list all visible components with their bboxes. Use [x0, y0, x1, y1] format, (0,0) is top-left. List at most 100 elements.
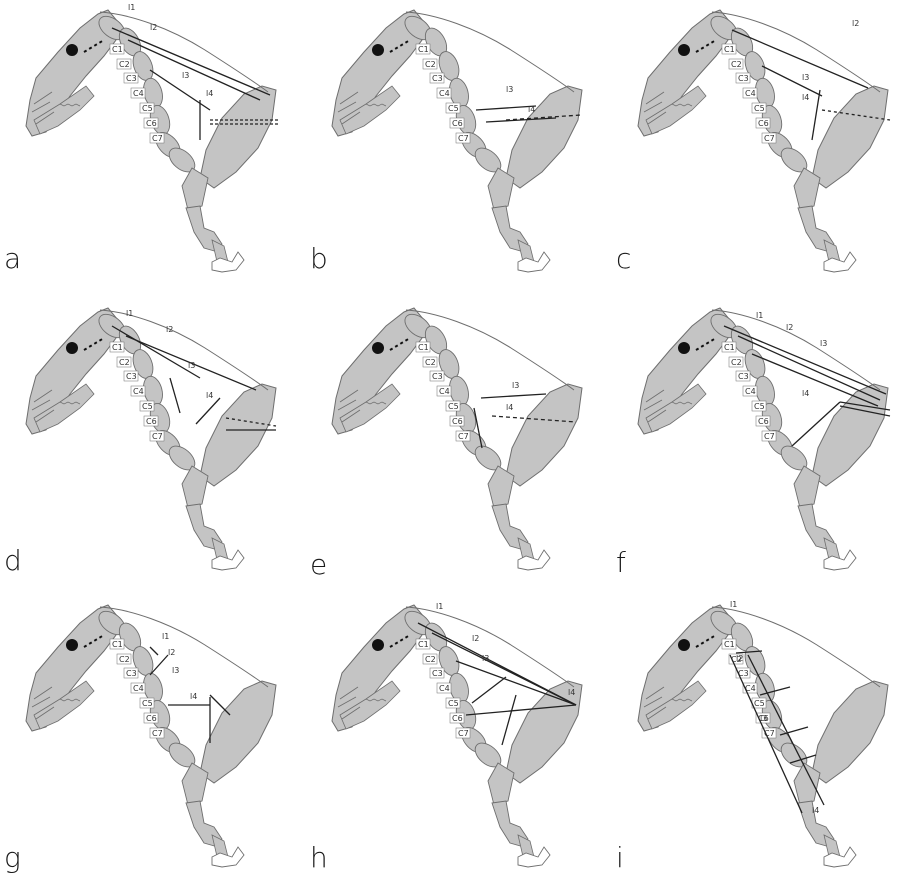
- vertebra-label-c1: C1: [724, 343, 735, 352]
- vertebra-label-c2: C2: [119, 655, 130, 664]
- label-l2: l2: [852, 19, 859, 28]
- ligament-l3: [170, 378, 180, 413]
- label-l2: l2: [786, 323, 793, 332]
- vertebra-label-c4: C4: [439, 684, 450, 693]
- vertebra-label-c4: C4: [439, 387, 450, 396]
- panel-d: C1C2C3C4C5C6C7l1l2l3l4 d: [0, 298, 300, 588]
- eye-socket: [372, 44, 384, 56]
- label-l3: l3: [760, 714, 767, 723]
- vertebra-label-c1: C1: [112, 640, 123, 649]
- vertebra-label-c3: C3: [432, 669, 443, 678]
- ligament-l3: [748, 655, 824, 805]
- vertebra-label-c7: C7: [458, 729, 469, 738]
- panel-letter-i: i: [616, 841, 624, 874]
- horse-skeleton-diagram-c: C1C2C3C4C5C6C7l2l3l4: [612, 0, 912, 290]
- scapula-bone: [506, 86, 582, 188]
- vertebra-label-c5: C5: [448, 699, 459, 708]
- panel-letter-a: a: [4, 242, 21, 275]
- label-l4: l4: [206, 391, 213, 400]
- ligament-l4: [472, 677, 506, 703]
- panel-letter-d: d: [4, 544, 22, 577]
- label-l4: l4: [802, 93, 809, 102]
- vertebra-label-c6: C6: [146, 119, 157, 128]
- vertebra-label-c7: C7: [152, 729, 163, 738]
- ligament-l4: [812, 90, 820, 140]
- vertebra-label-c2: C2: [425, 358, 436, 367]
- panel-letter-g: g: [4, 841, 21, 874]
- eye-socket: [66, 44, 78, 56]
- ligament-l1: [112, 326, 200, 378]
- label-l3: l3: [482, 654, 489, 663]
- vertebra-label-c3: C3: [126, 74, 137, 83]
- vertebra-label-c7: C7: [152, 134, 163, 143]
- vertebra-label-c6: C6: [146, 417, 157, 426]
- vertebra-label-c5: C5: [448, 402, 459, 411]
- vertebra-label-c7: C7: [152, 432, 163, 441]
- scapula-bone: [506, 384, 582, 486]
- panel-i: C1C2C3C4C5C6C7l1l2l3l4 i: [612, 595, 912, 885]
- label-l2: l2: [472, 634, 479, 643]
- panel-h: C1C2C3C4C5C6C7l1l2l3l4 h: [306, 595, 606, 885]
- vertebra-label-c1: C1: [724, 640, 735, 649]
- ligament-strut: [502, 695, 516, 745]
- label-l3: l3: [182, 71, 189, 80]
- vertebra-label-c4: C4: [133, 387, 144, 396]
- label-l2: l2: [150, 23, 157, 32]
- label-l1: l1: [126, 309, 133, 318]
- vertebra-label-c3: C3: [432, 74, 443, 83]
- label-l1: l1: [128, 3, 135, 12]
- ligament-l4: [196, 398, 220, 424]
- scapula-bone: [812, 681, 888, 783]
- vertebra-label-c7: C7: [458, 432, 469, 441]
- label-l1: l1: [162, 632, 169, 641]
- vertebra-label-c5: C5: [142, 402, 153, 411]
- label-l3: l3: [188, 361, 195, 370]
- eye-socket: [678, 342, 690, 354]
- eye-socket: [372, 342, 384, 354]
- vertebra-label-c4: C4: [439, 89, 450, 98]
- ligament-l1: [150, 647, 158, 655]
- eye-socket: [678, 639, 690, 651]
- vertebra-label-c2: C2: [731, 358, 742, 367]
- panel-g: C1C2C3C4C5C6C7l1l2l3l4 g: [0, 595, 300, 885]
- vertebra-label-c2: C2: [119, 60, 130, 69]
- vertebra-label-c1: C1: [112, 343, 123, 352]
- vertebra-label-c6: C6: [452, 714, 463, 723]
- ligament-attach: [210, 695, 230, 715]
- label-l3: l3: [172, 666, 179, 675]
- label-l4: l4: [506, 403, 513, 412]
- scapula-bone: [200, 86, 276, 188]
- label-l1: l1: [730, 600, 737, 609]
- label-l4: l4: [812, 806, 819, 815]
- vertebra-label-c1: C1: [418, 640, 429, 649]
- horse-skeleton-diagram-d: C1C2C3C4C5C6C7l1l2l3l4: [0, 298, 300, 588]
- vertebra-label-c6: C6: [758, 417, 769, 426]
- label-l3: l3: [802, 73, 809, 82]
- vertebra-label-c3: C3: [126, 372, 137, 381]
- vertebra-label-c5: C5: [448, 104, 459, 113]
- vertebra-label-c6: C6: [146, 714, 157, 723]
- label-l4: l4: [528, 105, 535, 114]
- label-l3: l3: [506, 85, 513, 94]
- vertebra-label-c1: C1: [418, 45, 429, 54]
- vertebra-label-c7: C7: [764, 134, 775, 143]
- panel-letter-h: h: [310, 841, 328, 874]
- vertebra-label-c4: C4: [745, 387, 756, 396]
- panel-a: C1C2C3C4C5C6C7l1l2l3l4 a: [0, 0, 300, 290]
- vertebra-label-c3: C3: [738, 372, 749, 381]
- vertebra-label-c3: C3: [126, 669, 137, 678]
- label-l1: l1: [756, 311, 763, 320]
- vertebra-label-c2: C2: [425, 60, 436, 69]
- panel-letter-e: e: [310, 548, 327, 581]
- label-l4: l4: [190, 692, 197, 701]
- vertebra-label-c4: C4: [133, 684, 144, 693]
- vertebra-label-c3: C3: [432, 372, 443, 381]
- panel-letter-b: b: [310, 242, 328, 275]
- label-l2: l2: [168, 648, 175, 657]
- ligament-l3: [456, 661, 576, 705]
- label-l1: l1: [436, 602, 443, 611]
